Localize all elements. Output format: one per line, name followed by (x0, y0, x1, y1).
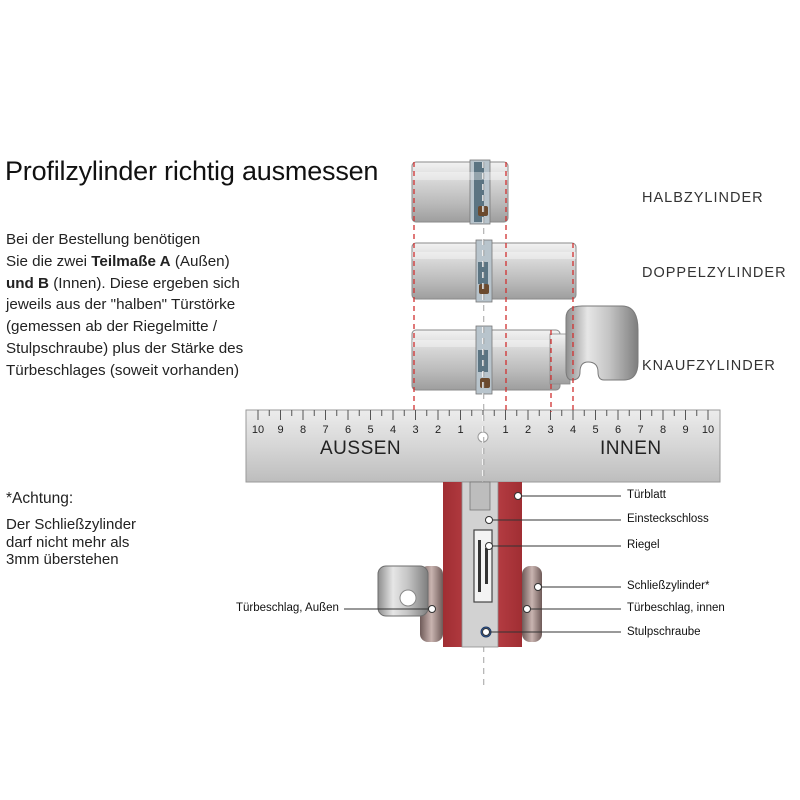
intro-text: (Innen). Diese ergeben sich (49, 274, 240, 292)
ruler-tick-label: 5 (367, 424, 374, 436)
ruler-label-innen: INNEN (600, 438, 662, 459)
half-cylinder-image (411, 159, 509, 225)
warning-title: *Achtung: (6, 490, 74, 507)
intro-line: (gemessen ab der Riegelmitte / (6, 318, 218, 336)
ruler-label-aussen: AUSSEN (320, 438, 402, 459)
warning-line: darf nicht mehr als (6, 533, 130, 551)
ruler-tick-label: 3 (547, 424, 554, 436)
callout-riegel: Riegel (627, 539, 660, 551)
intro-line: jeweils aus der "halben" Türstörke (6, 296, 236, 314)
ruler-tick-label: 9 (277, 424, 284, 436)
ruler-tick-label: 3 (412, 424, 419, 436)
ruler-tick-label: 8 (659, 424, 667, 436)
intro-line: Bei der Bestellung benötigen (6, 231, 201, 248)
intro-line: und B (Innen). Diese ergeben sich (6, 273, 266, 295)
intro-line: Türbeschlages (soweit vorhanden) (6, 361, 239, 379)
ruler-tick-label: 8 (299, 424, 307, 436)
warning-line: 3mm überstehen (6, 551, 119, 568)
ruler-tick-label: 4 (569, 424, 577, 436)
ruler-tick-label: 7 (322, 424, 329, 436)
intro-bold-measure-b: und B (6, 274, 50, 292)
double-cylinder-image (411, 239, 577, 303)
ruler-tick-label: 10 (701, 424, 715, 436)
door-cross-section (377, 481, 542, 648)
measurement-guides (413, 162, 574, 412)
warning-text: Der Schließzylinder darf nicht mehr als … (6, 516, 156, 569)
ruler-tick-label: 2 (434, 424, 442, 436)
knob-cylinder-image (411, 305, 639, 395)
intro-paragraph: Bei der Bestellung benötigen Sie die zwe… (6, 229, 266, 382)
ruler-tick-label: 1 (502, 424, 509, 436)
intro-line: Stulpschraube) plus der Stärke des (6, 339, 244, 357)
callout-stulpschraube: Stulpschraube (627, 626, 701, 638)
warning-line: Der Schließzylinder (6, 516, 137, 533)
page-title: Profilzylinder richtig ausmessen (5, 156, 379, 186)
intro-bold-measure-a: Teilmaße A (91, 252, 171, 270)
ruler-tick-label: 4 (389, 424, 397, 436)
ruler-tick-label: 2 (524, 424, 532, 436)
intro-text: Sie die zwei (6, 252, 92, 270)
callout-einsteckschloss: Einsteckschloss (627, 513, 709, 525)
callout-schliesszylinder: Schließzylinder* (627, 580, 710, 592)
callout-tuerblatt: Türblatt (627, 489, 666, 501)
ruler-tick-label: 1 (457, 424, 464, 436)
ruler-tick-label: 6 (344, 424, 352, 436)
intro-text: (Außen) (170, 252, 230, 270)
ruler-tick-label: 7 (637, 424, 644, 436)
label-doppelzylinder: DOPPELZYLINDER (642, 265, 787, 281)
ruler-tick-label: 6 (614, 424, 622, 436)
label-halbzylinder: HALBZYLINDER (642, 190, 764, 206)
callout-beschlag-innen: Türbeschlag, innen (627, 602, 725, 614)
intro-line: Sie die zwei Teilmaße A (Außen) (6, 251, 266, 273)
ruler-tick-label: 9 (682, 424, 689, 436)
ruler-tick-label: 10 (251, 424, 265, 436)
label-knaufzylinder: KNAUFZYLINDER (642, 358, 776, 374)
callout-beschlag-aussen: Türbeschlag, Außen (236, 602, 339, 614)
callout-leaders (344, 492, 621, 636)
ruler-tick-label: 5 (592, 424, 599, 436)
